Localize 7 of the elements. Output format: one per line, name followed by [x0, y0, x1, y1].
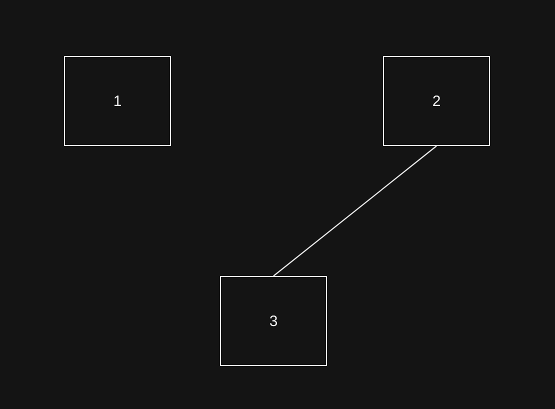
connector-line — [273, 146, 437, 276]
process-box — [220, 276, 327, 366]
process-box — [383, 56, 490, 146]
process-box — [64, 56, 171, 146]
node-label: 2 — [432, 92, 441, 110]
node-label: 3 — [269, 312, 278, 330]
node-label: 1 — [113, 92, 122, 110]
